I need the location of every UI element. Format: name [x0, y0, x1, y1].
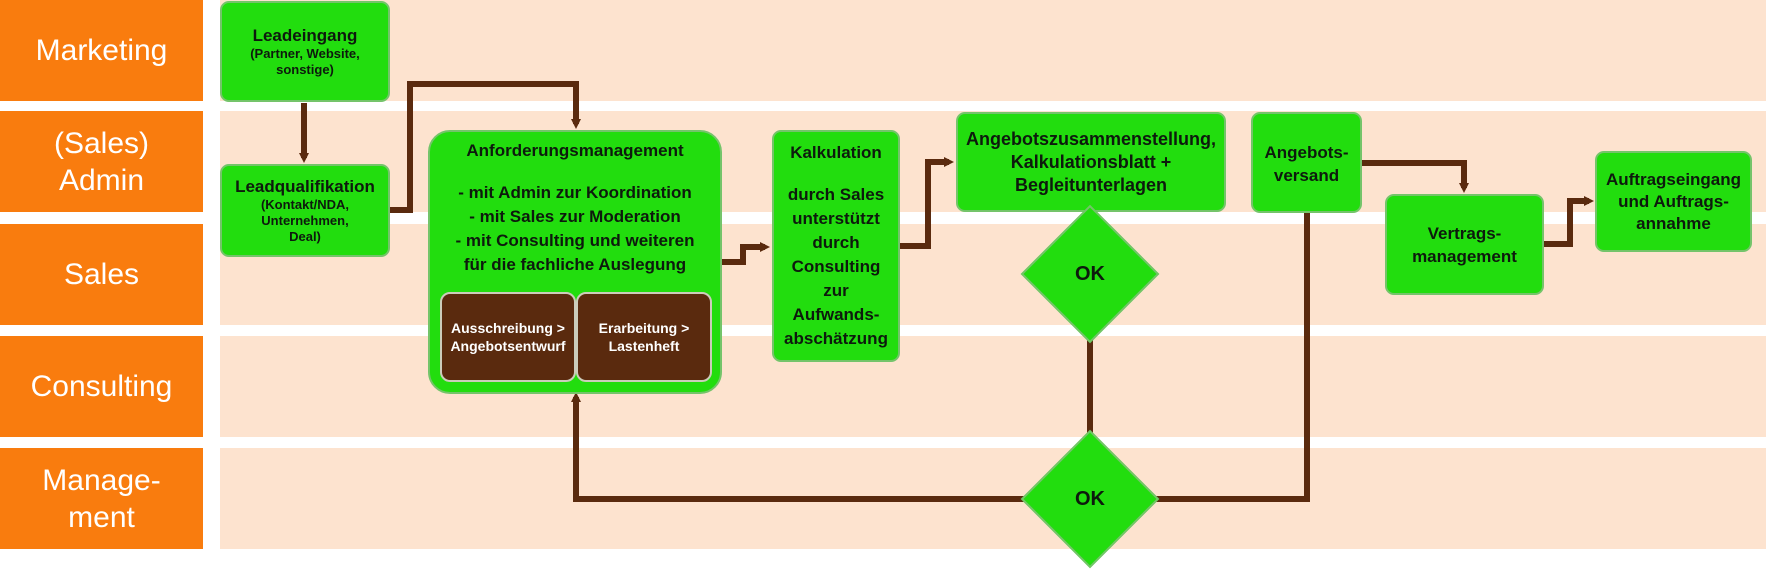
- lane-label-admin: (Sales) Admin: [0, 111, 203, 212]
- lane-label-marketing: Marketing: [0, 0, 203, 101]
- lane-label-consulting: Consulting: [0, 336, 203, 437]
- node-kalkulation: Kalkulation durch Sales unterstützt durc…: [772, 130, 900, 362]
- angebotsversand-title: Angebots- versand: [1264, 143, 1349, 185]
- subtask-erarbeitung: Erarbeitung > Lastenheft: [576, 292, 712, 382]
- node-vertragsmanagement: Vertrags- management: [1385, 194, 1544, 295]
- angebotszusammenstellung-title: Angebotszusammenstellung, Kalkulationsbl…: [965, 128, 1217, 195]
- anforderungsmanagement-title: Anforderungsmanagement: [466, 141, 684, 160]
- arrow-versand-to-vertrag: [1362, 160, 1469, 193]
- node-leadeingang: Leadeingang (Partner, Website, sonstige): [220, 1, 390, 102]
- node-angebotsversand: Angebots- versand: [1251, 112, 1362, 213]
- subtask-ausschreibung: Ausschreibung > Angebotsentwurf: [440, 292, 576, 382]
- anforderungsmanagement-body: - mit Admin zur Koordination - mit Sales…: [455, 183, 695, 274]
- leadeingang-title: Leadeingang: [252, 26, 358, 45]
- arrow-kalkulation-to-angebot: [900, 157, 954, 249]
- arrow-ok-management-to-anforderung: [571, 392, 1037, 502]
- arrow-anforderung-to-kalkulation: [722, 242, 770, 265]
- kalkulation-body: durch Sales unterstützt durch Consulting…: [784, 185, 888, 348]
- node-leadqualifikation: Leadqualifikation (Kontakt/NDA, Unterneh…: [220, 164, 390, 257]
- node-angebotszusammenstellung: Angebotszusammenstellung, Kalkulationsbl…: [956, 112, 1226, 212]
- lane-label-sales: Sales: [0, 224, 203, 325]
- vertragsmanagement-title: Vertrags- management: [1412, 223, 1517, 266]
- decision-ok-sales-label: OK: [1075, 262, 1105, 285]
- arrow-leadqualifikation-to-anforderung: [390, 81, 581, 213]
- decision-ok-management-label: OK: [1075, 487, 1105, 510]
- node-auftragseingang: Auftragseingang und Auftrags- annahme: [1595, 151, 1752, 252]
- kalkulation-title: Kalkulation: [790, 143, 882, 162]
- leadqualifikation-title: Leadqualifikation: [235, 177, 375, 196]
- arrow-ok-management-to-versand: [1145, 180, 1312, 502]
- leadeingang-subtitle: (Partner, Website, sonstige): [250, 46, 360, 77]
- lane-label-management: Manage- ment: [0, 448, 203, 549]
- auftragseingang-title: Auftragseingang und Auftrags- annahme: [1605, 170, 1742, 233]
- leadqualifikation-subtitle: (Kontakt/NDA, Unternehmen, Deal): [260, 197, 350, 244]
- arrow-vertrag-to-auftrag: [1544, 196, 1594, 247]
- node-anforderungsmanagement: Anforderungsmanagement - mit Admin zur K…: [428, 130, 722, 394]
